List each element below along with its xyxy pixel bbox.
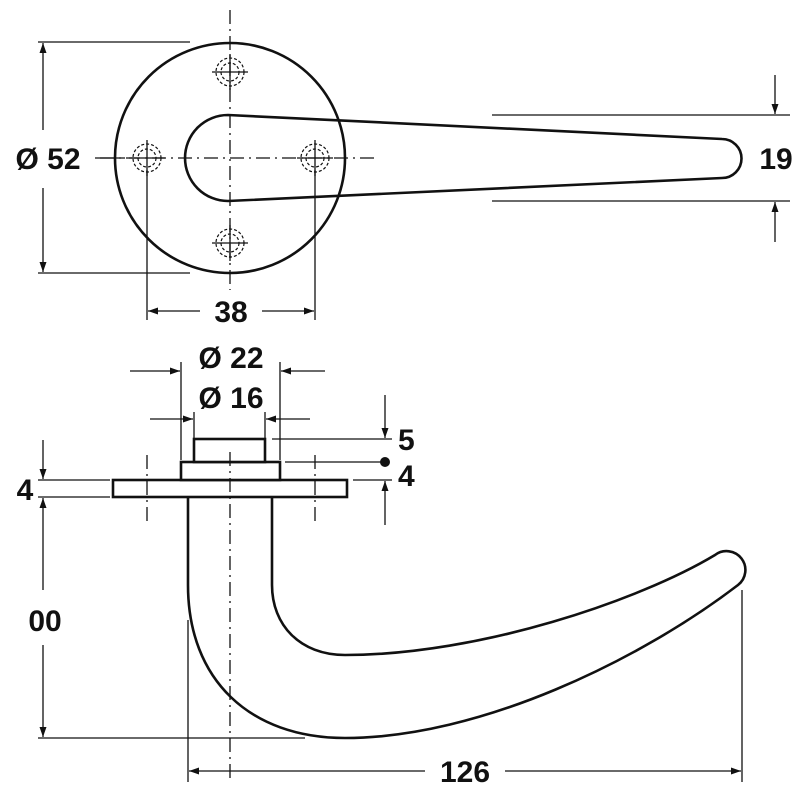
dim-boss-height: 5 bbox=[398, 424, 415, 457]
dim-rose-thickness: 4 bbox=[17, 474, 34, 507]
dimension-dot bbox=[380, 457, 390, 467]
dim-lever-height: 00 bbox=[28, 605, 61, 638]
dim-step-height: 4 bbox=[398, 460, 415, 493]
dim-hole-spacing: 38 bbox=[214, 296, 247, 329]
screw-hole-bottom bbox=[212, 225, 248, 261]
side-view: Ø 22 Ø 16 5 4 4 00 126 bbox=[17, 342, 747, 789]
lever-side-outline bbox=[186, 497, 747, 740]
dim-lever-width: 19 bbox=[759, 143, 792, 176]
dim-rose-diameter: Ø 52 bbox=[15, 143, 80, 176]
lever-top-outline bbox=[183, 113, 743, 203]
dim-spindle-outer: Ø 22 bbox=[198, 342, 263, 375]
top-view: Ø 52 38 19 bbox=[15, 10, 793, 329]
screw-hole-top bbox=[212, 54, 248, 90]
dim-spindle-inner: Ø 16 bbox=[198, 382, 263, 415]
dim-lever-length: 126 bbox=[440, 756, 490, 789]
